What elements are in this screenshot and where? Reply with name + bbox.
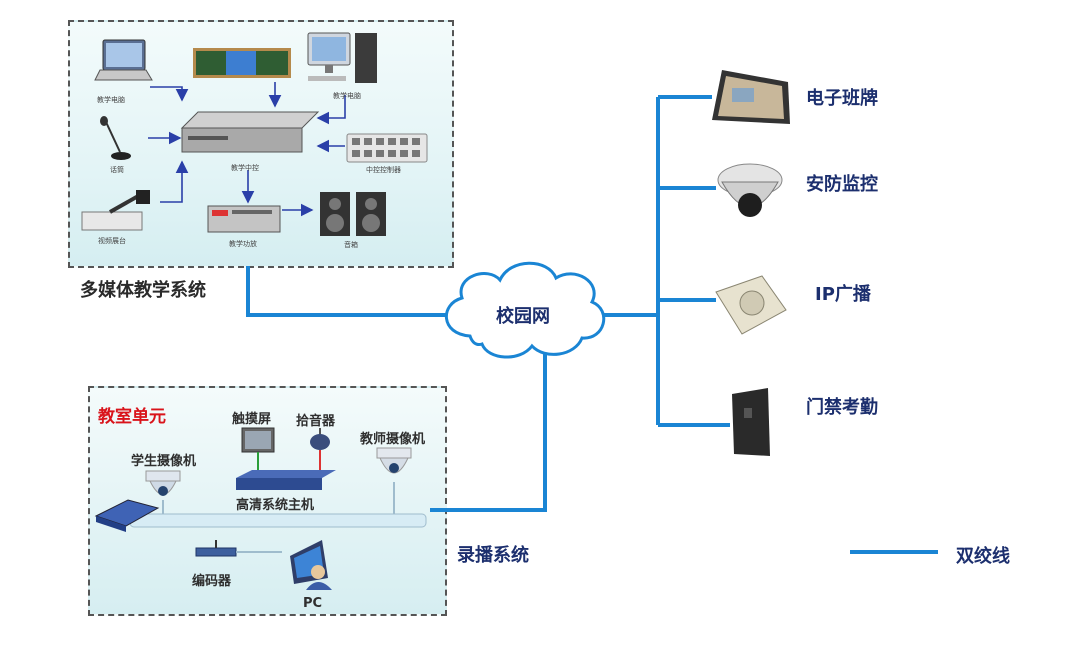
endpoint-label-ipbroadcast: IP广播	[815, 284, 871, 305]
cable-recording	[430, 345, 547, 512]
cable-multimedia	[246, 266, 470, 317]
speakers-icon	[320, 192, 386, 236]
device-label-speakers: 音箱	[344, 241, 358, 249]
campus-network-label: 校园网	[496, 306, 550, 327]
device-label-amplifier: 教学功放	[229, 240, 257, 248]
touchscreen-label: 触摸屏	[232, 412, 272, 427]
campus-network-cloud-icon	[445, 261, 606, 359]
document-camera-icon	[81, 190, 150, 231]
teaching-console-icon	[180, 111, 320, 153]
device-label-control-panel: 中控控制器	[366, 166, 401, 174]
classroom-bus	[129, 513, 427, 528]
device-label-microphone: 话筒	[110, 166, 124, 174]
legend-label: 双绞线	[956, 546, 1010, 567]
security-camera-icon	[717, 163, 783, 217]
e-class-board-icon	[712, 70, 790, 124]
multimedia-signal-arrows	[148, 82, 346, 217]
student-camera-icon	[145, 470, 181, 496]
laptop-icon	[94, 39, 153, 81]
device-label-laptop: 教学电脑	[97, 96, 125, 104]
amplifier-icon	[207, 205, 281, 233]
classroom-unit-group	[88, 386, 447, 616]
pickup-label: 拾音器	[296, 414, 336, 429]
endpoint-label-access: 门禁考勤	[806, 397, 878, 418]
device-label-console: 教学中控	[231, 164, 259, 172]
multimedia-system-title: 多媒体教学系统	[80, 280, 206, 301]
access-reader-icon	[732, 388, 770, 456]
endpoint-label-eclassboard: 电子班牌	[806, 88, 878, 109]
classroom-unit-title: 教室单元	[98, 407, 166, 427]
twisted-pair-cables	[246, 95, 730, 512]
pc-label: PC	[303, 596, 323, 611]
endpoint-label-security: 安防监控	[806, 174, 878, 195]
touchscreen-icon	[241, 427, 275, 453]
blackboard-icon	[193, 48, 291, 78]
teacher-camera-label: 教师摄像机	[360, 432, 426, 447]
pickup-microphone-icon	[310, 428, 330, 450]
device-label-desktop: 教学电脑	[333, 92, 361, 100]
encoder-icon	[195, 540, 237, 557]
teacher-camera-icon	[376, 447, 412, 474]
device-label-document-camera: 视频展台	[98, 237, 126, 245]
hd-host-icon	[236, 470, 336, 490]
recording-system-label: 录播系统	[457, 545, 529, 566]
ip-speaker-icon	[715, 275, 787, 335]
microphone-icon	[100, 116, 131, 160]
student-camera-label: 学生摄像机	[131, 454, 197, 469]
pc-icon	[290, 540, 332, 590]
hd-host-label: 高清系统主机	[236, 498, 315, 513]
desktop-pc-icon	[307, 32, 377, 83]
control-panel-icon	[346, 133, 428, 163]
encoder-label: 编码器	[192, 574, 232, 589]
switch-icon	[94, 499, 160, 532]
